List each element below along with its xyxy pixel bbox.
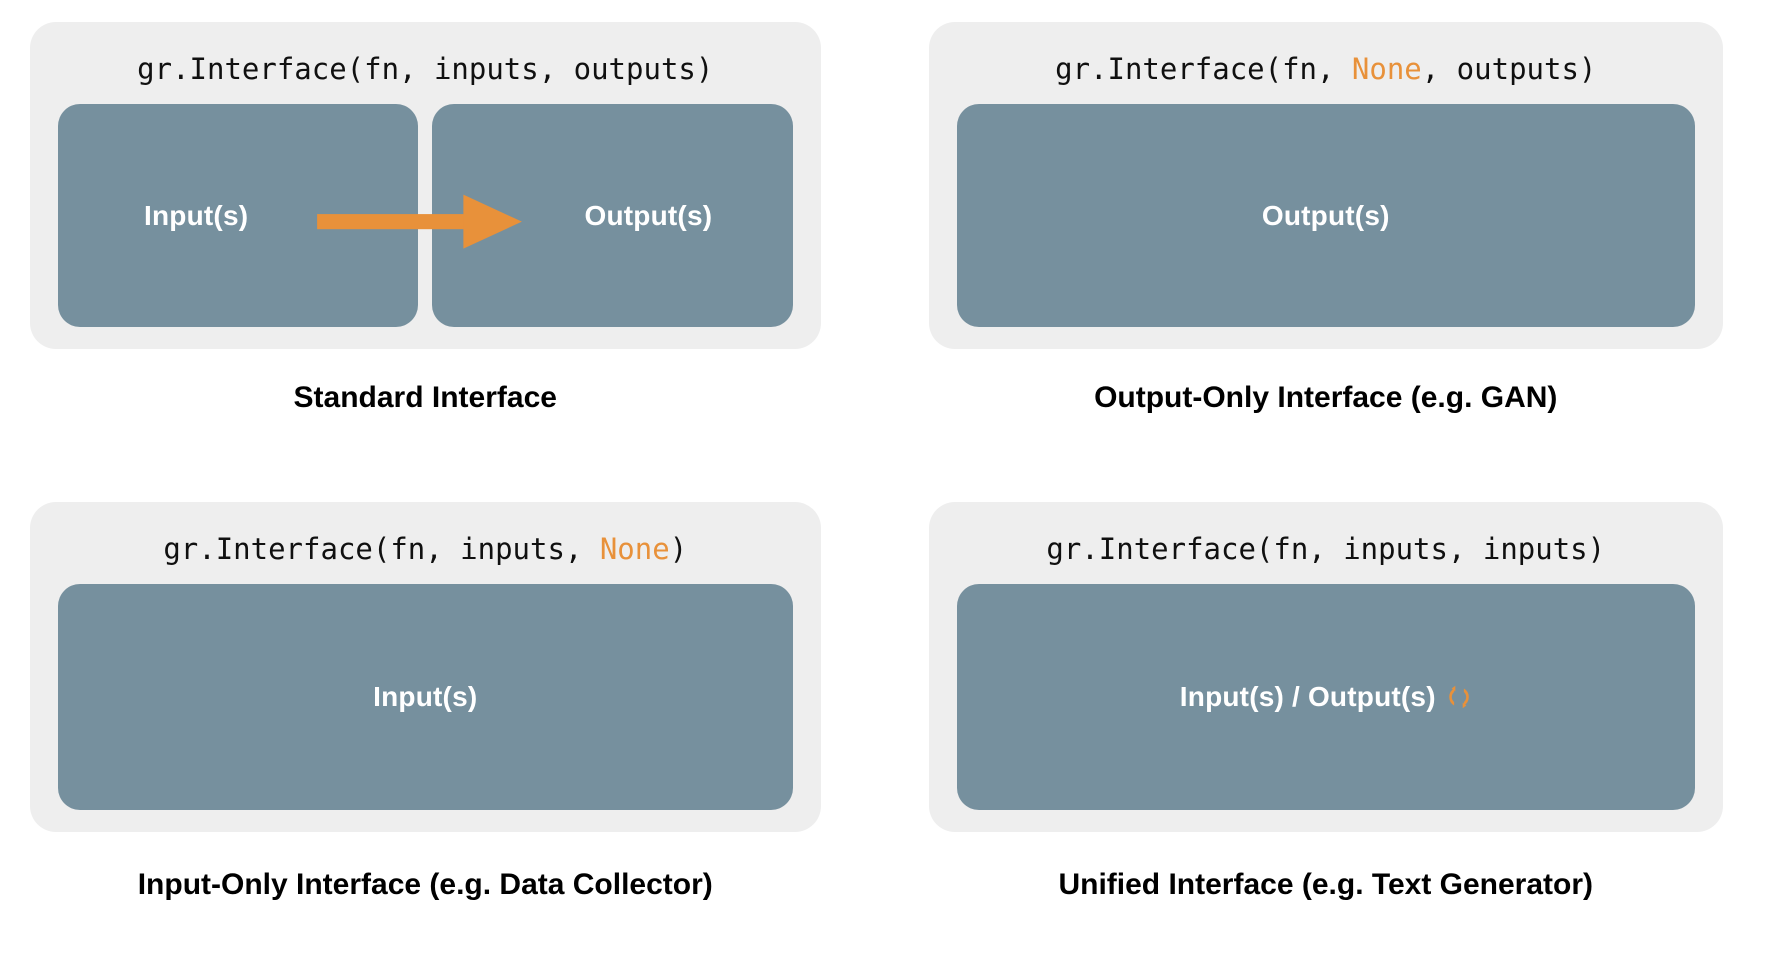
code-part-1: gr.Interface(fn, inputs, [163,532,600,566]
code-part-1: gr.Interface(fn, inputs, outputs) [137,52,714,86]
panel-standard-interface: gr.Interface(fn, inputs, outputs) Input(… [0,0,883,487]
code-part-1: gr.Interface(fn, inputs, inputs) [1046,532,1606,566]
output-box-label: Output(s) [584,199,713,231]
boxes-row: Input(s) [58,584,793,832]
panel-caption: Unified Interface (e.g. Text Generator) [1058,868,1594,901]
code-signature: gr.Interface(fn, None, outputs) [1055,52,1596,86]
input-output-box[interactable]: Input(s) / Output(s) [956,584,1695,810]
panel-card: gr.Interface(fn, inputs, inputs) Input(s… [928,502,1723,832]
boxes-row: Input(s) / Output(s) [956,584,1695,832]
boxes-row: Input(s) Output(s) [58,104,793,349]
input-output-box-label: Input(s) / Output(s) [1179,681,1436,712]
panel-input-only-interface: gr.Interface(fn, inputs, None) Input(s) … [0,487,883,975]
code-part-1: gr.Interface(fn, [1055,52,1352,86]
output-box-label: Output(s) [1261,199,1390,231]
code-signature: gr.Interface(fn, inputs, inputs) [1046,532,1605,566]
code-part-2: , outputs) [1421,52,1597,86]
panel-output-only-interface: gr.Interface(fn, None, outputs) Output(s… [883,0,1765,487]
panel-unified-interface: gr.Interface(fn, inputs, inputs) Input(s… [883,487,1765,975]
output-box[interactable]: Output(s) [432,104,793,327]
panel-card: gr.Interface(fn, inputs, None) Input(s) [30,502,821,832]
panel-card: gr.Interface(fn, None, outputs) Output(s… [928,22,1723,349]
input-box-label: Input(s) [373,681,478,712]
panel-caption: Standard Interface [293,381,557,414]
panel-caption: Input-Only Interface (e.g. Data Collecto… [137,868,713,901]
code-highlight-none: None [599,532,670,566]
loop-icon [1448,685,1469,709]
output-box[interactable]: Output(s) [956,104,1695,327]
input-box-label: Input(s) [144,199,249,231]
input-output-box-label-wrap: Input(s) / Output(s) [1180,681,1472,713]
panel-card: gr.Interface(fn, inputs, outputs) Input(… [30,22,821,349]
code-part-2: ) [669,532,688,566]
input-box[interactable]: Input(s) [58,104,419,327]
code-signature: gr.Interface(fn, inputs, None) [163,532,687,566]
panel-caption: Output-Only Interface (e.g. GAN) [1094,381,1558,414]
code-highlight-none: None [1351,52,1422,86]
input-box[interactable]: Input(s) [58,584,793,810]
code-signature: gr.Interface(fn, inputs, outputs) [137,52,713,86]
boxes-row: Output(s) [956,104,1695,349]
